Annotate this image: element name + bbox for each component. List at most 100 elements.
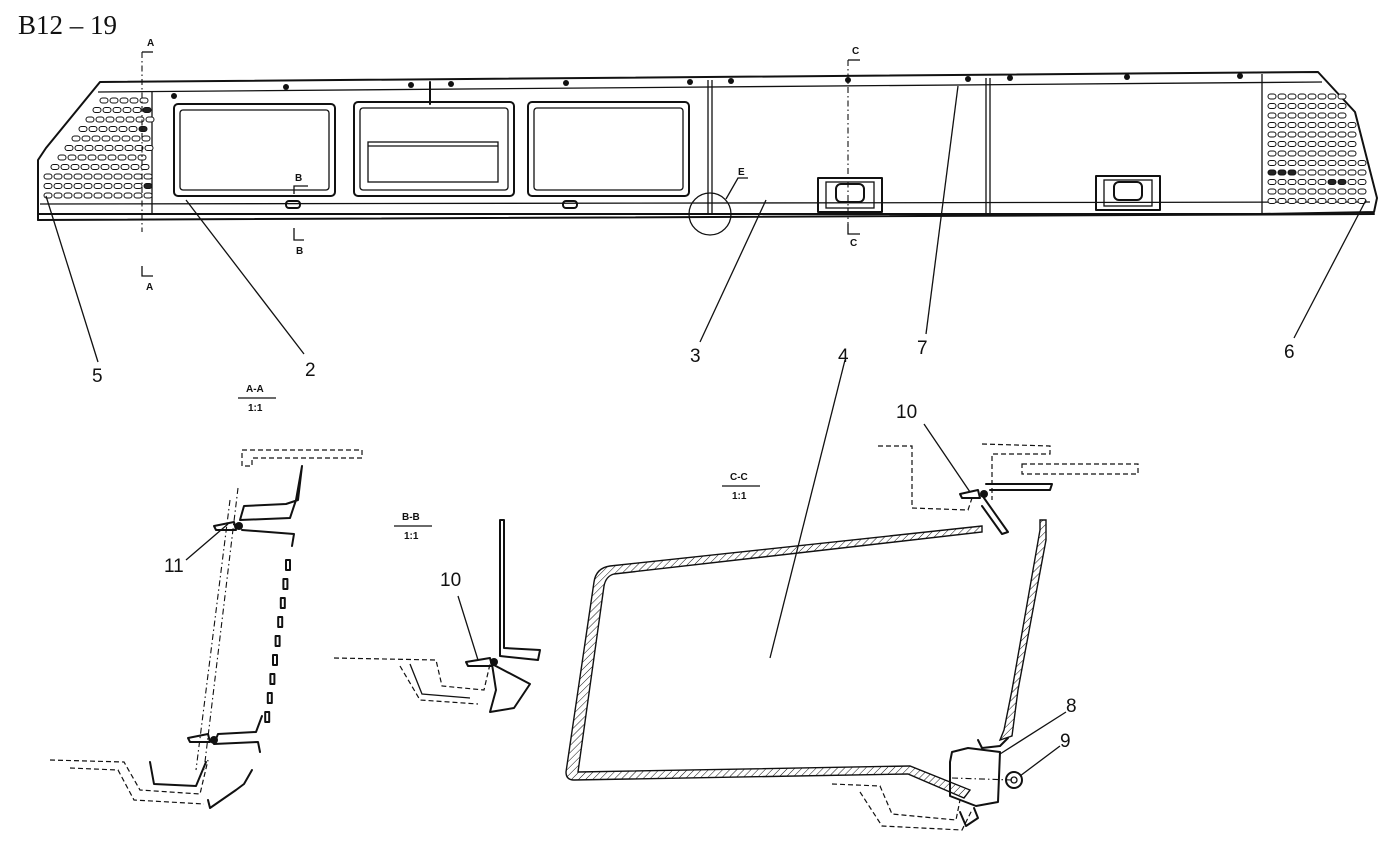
aa-fastener-slot — [264, 711, 271, 723]
grille-hole — [1307, 131, 1317, 138]
aa-fastener-slot — [279, 597, 286, 609]
grille-hole — [1337, 150, 1347, 157]
grille-hole — [1267, 103, 1277, 109]
grille-hole — [1357, 179, 1367, 185]
grille-hole — [53, 192, 63, 199]
grille-hole — [1337, 131, 1347, 138]
grille-hole — [1267, 112, 1277, 119]
grille-hole — [1337, 179, 1347, 185]
grille-hole — [1277, 112, 1287, 119]
grille-hole — [1337, 93, 1347, 100]
grille-hole — [1347, 188, 1357, 195]
grille-hole — [1317, 198, 1327, 204]
section-cut-a: A A — [141, 38, 154, 293]
grille-hole — [1307, 188, 1317, 195]
latch-center — [817, 177, 883, 213]
grille-hole — [1287, 179, 1297, 185]
grille-hole — [1297, 198, 1307, 204]
grille-hole — [1317, 131, 1327, 138]
grille-hole — [1287, 169, 1297, 176]
grille-hole — [63, 192, 73, 199]
grille-hole — [1287, 198, 1297, 204]
label-part-4: 4 — [838, 346, 849, 367]
grille-hole — [1327, 141, 1337, 147]
grille-hole — [105, 116, 115, 123]
grille-hole — [123, 173, 133, 180]
grille-hole — [1267, 169, 1277, 176]
grille-hole — [1267, 198, 1277, 204]
grille-hole — [1327, 131, 1337, 138]
section-cc-scale: 1:1 — [732, 491, 747, 502]
grille-hole — [1327, 103, 1337, 109]
grille-hole — [1327, 198, 1337, 204]
grille-hole — [1347, 131, 1357, 138]
grille-hole — [1357, 188, 1367, 195]
grille-hole — [1317, 103, 1327, 109]
grille-hole — [93, 192, 103, 199]
grille-hole — [1317, 188, 1327, 195]
detail-e: E — [688, 167, 748, 236]
grille-hole — [140, 164, 150, 170]
grille-hole — [91, 135, 101, 142]
grille-hole — [101, 135, 111, 142]
grille-hole — [1277, 150, 1287, 157]
section-aa-title: A-A 1:1 — [238, 384, 276, 414]
marker-b-bottom: B — [296, 246, 303, 257]
grille-hole — [1267, 131, 1277, 138]
grille-hole — [135, 116, 145, 123]
grille-hole — [139, 97, 149, 104]
grille-hole — [125, 116, 135, 123]
grille-hole — [121, 135, 131, 142]
grille-hole — [1347, 160, 1357, 166]
grille-hole — [1277, 122, 1287, 128]
grille-hole — [1267, 141, 1277, 147]
grille-hole — [128, 126, 138, 132]
grille-hole — [103, 192, 113, 199]
grille-hole — [78, 126, 88, 132]
grille-hole — [64, 145, 74, 151]
label-part-9: 9 — [1060, 731, 1071, 752]
grille-hole — [1297, 150, 1307, 157]
grille-hole — [1297, 93, 1307, 100]
grille-hole — [1297, 141, 1307, 147]
grille-hole — [43, 183, 53, 189]
grille-hole — [94, 145, 104, 151]
grille-hole — [50, 164, 60, 170]
grille-hole — [1277, 198, 1287, 204]
grille-hole — [1327, 112, 1337, 119]
grille-hole — [43, 192, 53, 199]
grille-hole — [1347, 141, 1357, 147]
grille-hole — [1267, 122, 1277, 128]
aa-fastener-slot — [285, 559, 291, 571]
grille-hole — [53, 183, 63, 189]
grille-hole — [1327, 93, 1337, 100]
grille-hole — [90, 164, 100, 170]
grille-hole — [1347, 122, 1357, 128]
grille-hole — [83, 192, 93, 199]
grille-hole — [1337, 112, 1347, 119]
section-cut-c: C C — [847, 46, 860, 249]
grille-hole — [1317, 160, 1327, 166]
section-bb-title: B-B 1:1 — [394, 512, 432, 542]
grille-hole — [1287, 131, 1297, 138]
window-2-console — [353, 101, 515, 197]
section-cc-drawing: 10 8 9 — [565, 402, 1139, 831]
grille-hole — [1357, 169, 1367, 176]
window-3 — [527, 101, 690, 209]
grille-hole — [120, 164, 130, 170]
grille-hole — [1287, 112, 1297, 119]
grille-hole — [93, 173, 103, 180]
grille-hole — [95, 116, 105, 123]
grille-hole — [100, 164, 110, 170]
grille-hole — [133, 183, 143, 189]
grille-hole — [103, 183, 113, 189]
grille-hole — [129, 97, 139, 104]
grille-hole — [1307, 122, 1317, 128]
grille-hole — [1297, 179, 1307, 185]
grille-hole — [1307, 141, 1317, 147]
grille-hole — [141, 135, 151, 142]
grille-hole — [110, 164, 120, 170]
label-part-6: 6 — [1284, 342, 1295, 363]
grille-hole — [1297, 131, 1307, 138]
